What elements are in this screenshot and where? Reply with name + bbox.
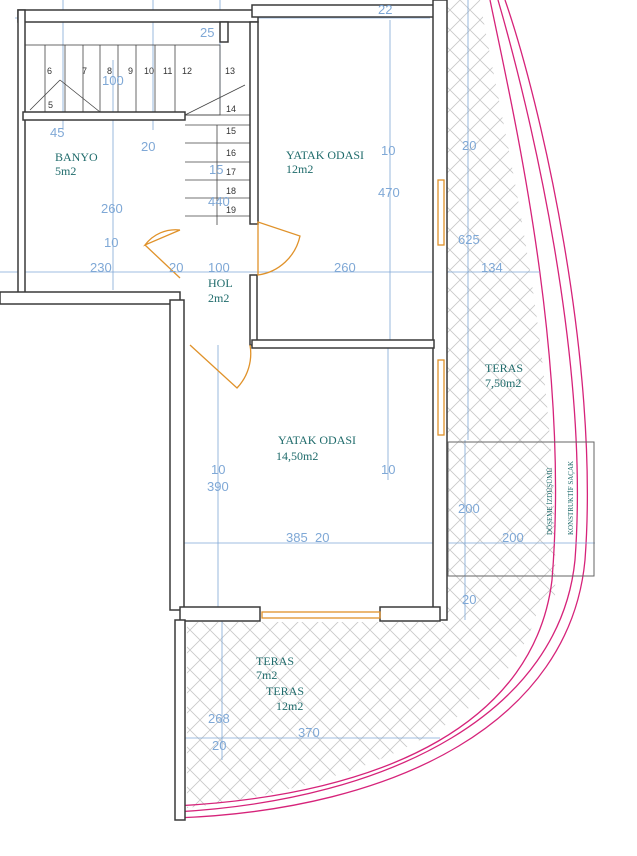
step-16: 16 [226,148,236,158]
room-teras-small-area: 7m2 [256,668,277,682]
dim-470: 470 [378,185,400,200]
dim-625: 625 [458,232,480,247]
step-14: 14 [226,104,236,114]
dim-20-f: 20 [212,738,226,753]
dim-20-d: 20 [315,530,329,545]
boundary-curve-middle [174,0,578,813]
dim-20-e: 20 [462,592,476,607]
step-10: 10 [144,66,154,76]
dim-22: 22 [378,2,392,17]
dim-20-a: 20 [141,139,155,154]
dim-25: 25 [200,25,214,40]
dim-15: 15 [209,162,223,177]
room-teras-large-area: 12m2 [276,699,303,713]
room-yatak2-area: 14,50m2 [276,449,318,463]
boundary-curve-outer [174,0,588,819]
dim-20-b: 20 [462,138,476,153]
dim-134: 134 [481,260,503,275]
dim-200-b: 200 [502,530,524,545]
dim-10-b: 10 [104,235,118,250]
dim-385: 385 [286,530,308,545]
dim-390: 390 [207,479,229,494]
dim-268: 268 [208,711,230,726]
eave-frame [447,441,595,577]
staircase [24,44,250,225]
step-5: 5 [48,100,53,110]
step-9: 9 [128,66,133,76]
dim-10-d: 10 [381,462,395,477]
room-banyo-name: BANYO [55,150,98,164]
step-8: 8 [107,66,112,76]
room-yatak1-area: 12m2 [286,162,313,176]
room-banyo-area: 5m2 [55,164,76,178]
step-7: 7 [82,66,87,76]
doseme-izdusumu-label: DÖŞEME İZDÜŞÜMÜ [546,468,554,535]
walls [0,0,448,821]
dim-200-a: 200 [458,501,480,516]
step-11: 11 [163,66,172,76]
boundary-curve-inner [174,0,557,807]
dim-100-hol: 100 [208,260,230,275]
doors [143,221,301,389]
windows [261,179,445,619]
room-hol-area: 2m2 [208,291,229,305]
step-15: 15 [226,126,236,136]
dim-370: 370 [298,725,320,740]
step-6: 6 [47,66,52,76]
dim-260-b: 260 [334,260,356,275]
terrace-right-hatch [447,0,556,600]
konstruktif-sacak-label: KONSTRUKTİF SAÇAK [567,461,575,535]
dim-10-c: 10 [211,462,225,477]
room-yatak1-name: YATAK ODASI [286,148,364,162]
step-18: 18 [226,186,236,196]
room-teras-small-name: TERAS [256,654,294,668]
step-12: 12 [182,66,192,76]
dim-230: 230 [90,260,112,275]
room-teras-right-name: TERAS [485,361,523,375]
step-17: 17 [226,167,236,177]
dim-45: 45 [50,125,64,140]
room-yatak2-name: YATAK ODASI [278,433,356,447]
room-teras-large-name: TERAS [266,684,304,698]
dim-440: 440 [208,194,230,209]
dim-10-a: 10 [381,143,395,158]
step-13: 13 [225,66,235,76]
dim-20-c: 20 [169,260,183,275]
dim-100-stair: 100 [102,73,124,88]
room-teras-right-area: 7,50m2 [485,376,521,390]
room-hol-name: HOL [208,276,233,290]
dim-260-a: 260 [101,201,123,216]
terrace-bottom-hatch [187,600,540,808]
step-19: 19 [226,205,236,215]
